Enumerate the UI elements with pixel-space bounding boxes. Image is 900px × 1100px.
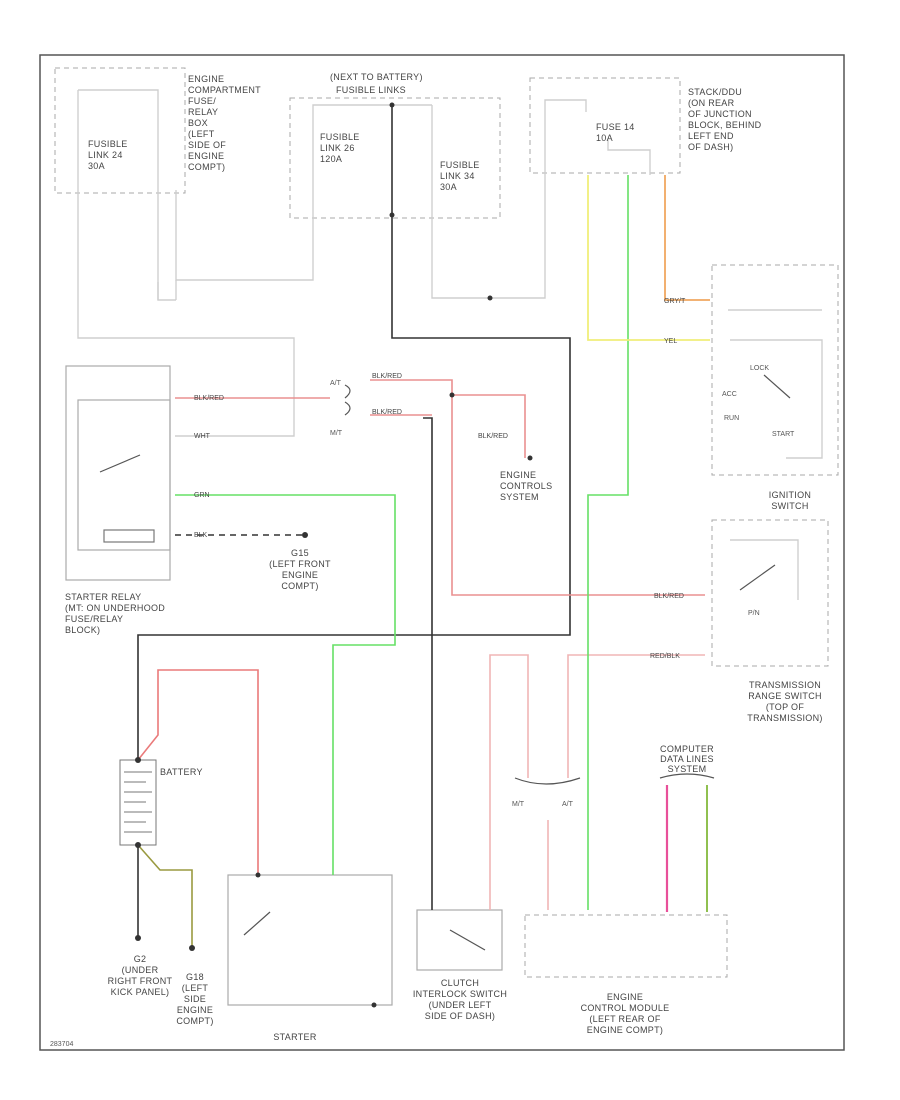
svg-text:GRY/T: GRY/T [664, 298, 686, 305]
red-wires [137, 379, 705, 912]
switch-symbols [99, 374, 791, 951]
starter-label: STARTER [273, 1032, 316, 1042]
diagram-frame [39, 54, 845, 1051]
svg-text:RUN: RUN [724, 415, 739, 422]
svg-text:GRN: GRN [194, 492, 210, 499]
svg-text:BLK/RED: BLK/RED [194, 395, 224, 402]
svg-text:LOCK: LOCK [750, 365, 769, 372]
svg-text:BLK/RED: BLK/RED [372, 373, 402, 380]
svg-text:M/T: M/T [330, 430, 343, 437]
green-wires [175, 175, 708, 912]
svg-text:YEL: YEL [664, 338, 677, 345]
ground-wire [137, 844, 193, 948]
svg-text:283704: 283704 [50, 1041, 73, 1048]
svg-text:BLK/RED: BLK/RED [478, 433, 508, 440]
battery-label: BATTERY [160, 767, 203, 777]
svg-text:BLK: BLK [194, 532, 208, 539]
battery-symbol [119, 759, 157, 846]
svg-text:A/T: A/T [330, 380, 342, 387]
solid-boxes [65, 365, 503, 1006]
fusible-links-label: FUSIBLE LINKS [336, 85, 406, 95]
dashed-boxes [54, 67, 839, 978]
svg-text:M/T: M/T [512, 801, 525, 808]
svg-text:STARTER RELAY(MT: ON UNDERHOOD: STARTER RELAY(MT: ON UNDERHOODFUSE/RELAY… [65, 592, 165, 635]
svg-text:BLK/RED: BLK/RED [372, 409, 402, 416]
svg-text:BLK/RED: BLK/RED [654, 593, 684, 600]
svg-text:START: START [772, 431, 795, 438]
svg-text:P/N: P/N [748, 610, 760, 617]
svg-text:A/T: A/T [562, 801, 574, 808]
black-wires [137, 105, 571, 938]
svg-text:RED/BLK: RED/BLK [650, 653, 680, 660]
svg-text:ACC: ACC [722, 391, 737, 398]
svg-text:WHT: WHT [194, 433, 211, 440]
gray-wires [77, 89, 823, 600]
yellow-orange-wires [587, 175, 710, 341]
next-battery-label: (NEXT TO BATTERY) [330, 72, 423, 82]
junction-dots [135, 102, 533, 1008]
